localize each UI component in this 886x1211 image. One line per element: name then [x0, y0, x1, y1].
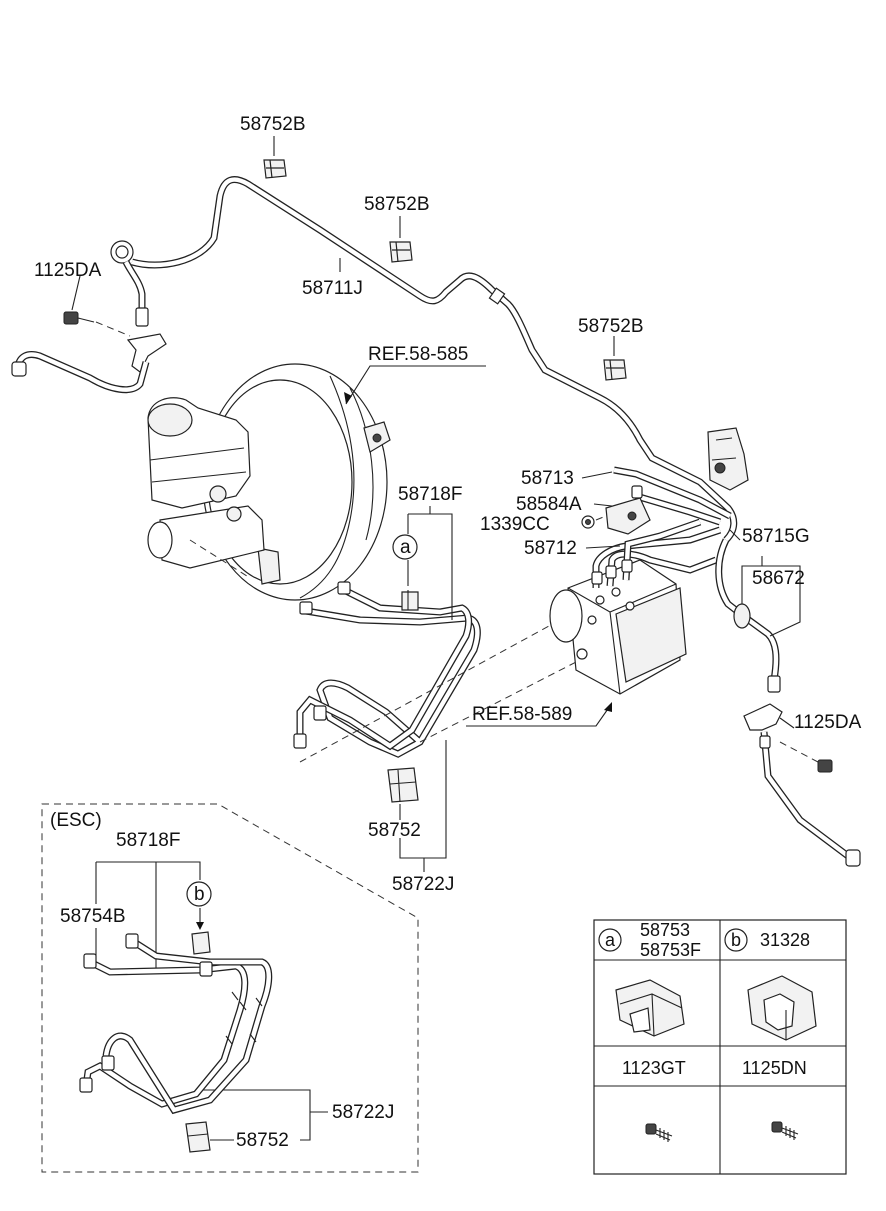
hcu-abs-unit — [549, 559, 687, 695]
dash-leader-1 — [299, 619, 561, 763]
brake-lines-58722j — [293, 581, 481, 758]
legend-d-part: 1125DN — [742, 1058, 807, 1078]
nut-1339cc — [581, 515, 607, 529]
bolt-1123gt-illustration — [645, 1123, 673, 1142]
bolt-1125da-left — [63, 311, 131, 337]
front-left-hose — [11, 260, 167, 394]
esc-label-58754b: 58754B — [60, 906, 126, 927]
label-1125da-left: 1125DA — [34, 260, 102, 281]
label-ref-58-589: REF.58-589 — [472, 704, 572, 725]
label-58722j: 58722J — [392, 874, 454, 895]
legend-a-part2: 58753F — [640, 940, 701, 960]
label-58712: 58712 — [524, 538, 577, 559]
label-58672: 58672 — [752, 568, 805, 589]
label-58584a: 58584A — [516, 494, 582, 515]
label-58752b-3: 58752B — [578, 316, 644, 337]
brake-line-58711j — [110, 176, 738, 543]
esc-label-58752: 58752 — [236, 1130, 289, 1151]
label-58752: 58752 — [368, 820, 421, 841]
master-cylinder — [147, 397, 265, 579]
hcu-outlet-lines — [591, 466, 732, 588]
clip-58752b-2 — [389, 241, 413, 263]
legend-b-circle — [724, 928, 748, 952]
dash-leader-2 — [419, 659, 581, 743]
legend-a-circle — [598, 928, 622, 952]
bolt-1125dn-illustration — [771, 1121, 799, 1140]
label-58752b-2: 58752B — [364, 194, 430, 215]
label-58752b-1: 58752B — [240, 114, 306, 135]
clip-58752b-3 — [603, 359, 627, 381]
legend-a-letter: a — [605, 930, 616, 950]
rear-hose-58715g — [715, 538, 781, 693]
label-58711j: 58711J — [302, 278, 363, 299]
legend-c-part: 1123GT — [622, 1058, 686, 1078]
legend-a-part1: 58753 — [640, 920, 690, 940]
clip-b-illustration — [747, 975, 817, 1041]
label-58715g: 58715G — [742, 526, 810, 547]
label-ref-58-585: REF.58-585 — [368, 344, 468, 365]
legend-b-letter: b — [731, 930, 741, 950]
legend-b-part: 31328 — [760, 930, 810, 950]
clip-a-on-line — [401, 590, 419, 611]
label-58713: 58713 — [521, 468, 574, 489]
label-1339cc: 1339CC — [480, 514, 550, 535]
callout-a-letter: a — [400, 537, 411, 558]
leader-lines — [71, 136, 801, 872]
legend-table: a 58753 58753F b 31328 1123GT 1125DN — [593, 919, 847, 1175]
clip-58752b-1 — [263, 159, 287, 179]
callout-a — [392, 534, 418, 560]
bracket-58584a — [605, 497, 651, 535]
ref-58-589-pointer — [466, 702, 612, 727]
label-1125da-right: 1125DA — [794, 712, 862, 733]
clip-58752 — [387, 767, 419, 803]
esc-callout-b-letter: b — [194, 884, 205, 905]
label-58718f: 58718F — [398, 484, 462, 505]
clip-a-illustration — [615, 979, 685, 1037]
pipe-bracket — [707, 427, 749, 491]
esc-label-58718f: 58718F — [116, 830, 180, 851]
esc-title: (ESC) — [50, 810, 102, 831]
ref-58-585-pointer — [344, 365, 486, 405]
esc-inset: (ESC) 58718F 58754B 58722J 58752 b — [41, 803, 419, 1173]
esc-label-58722j: 58722J — [332, 1102, 394, 1123]
bracket-1125da-right — [743, 703, 861, 867]
